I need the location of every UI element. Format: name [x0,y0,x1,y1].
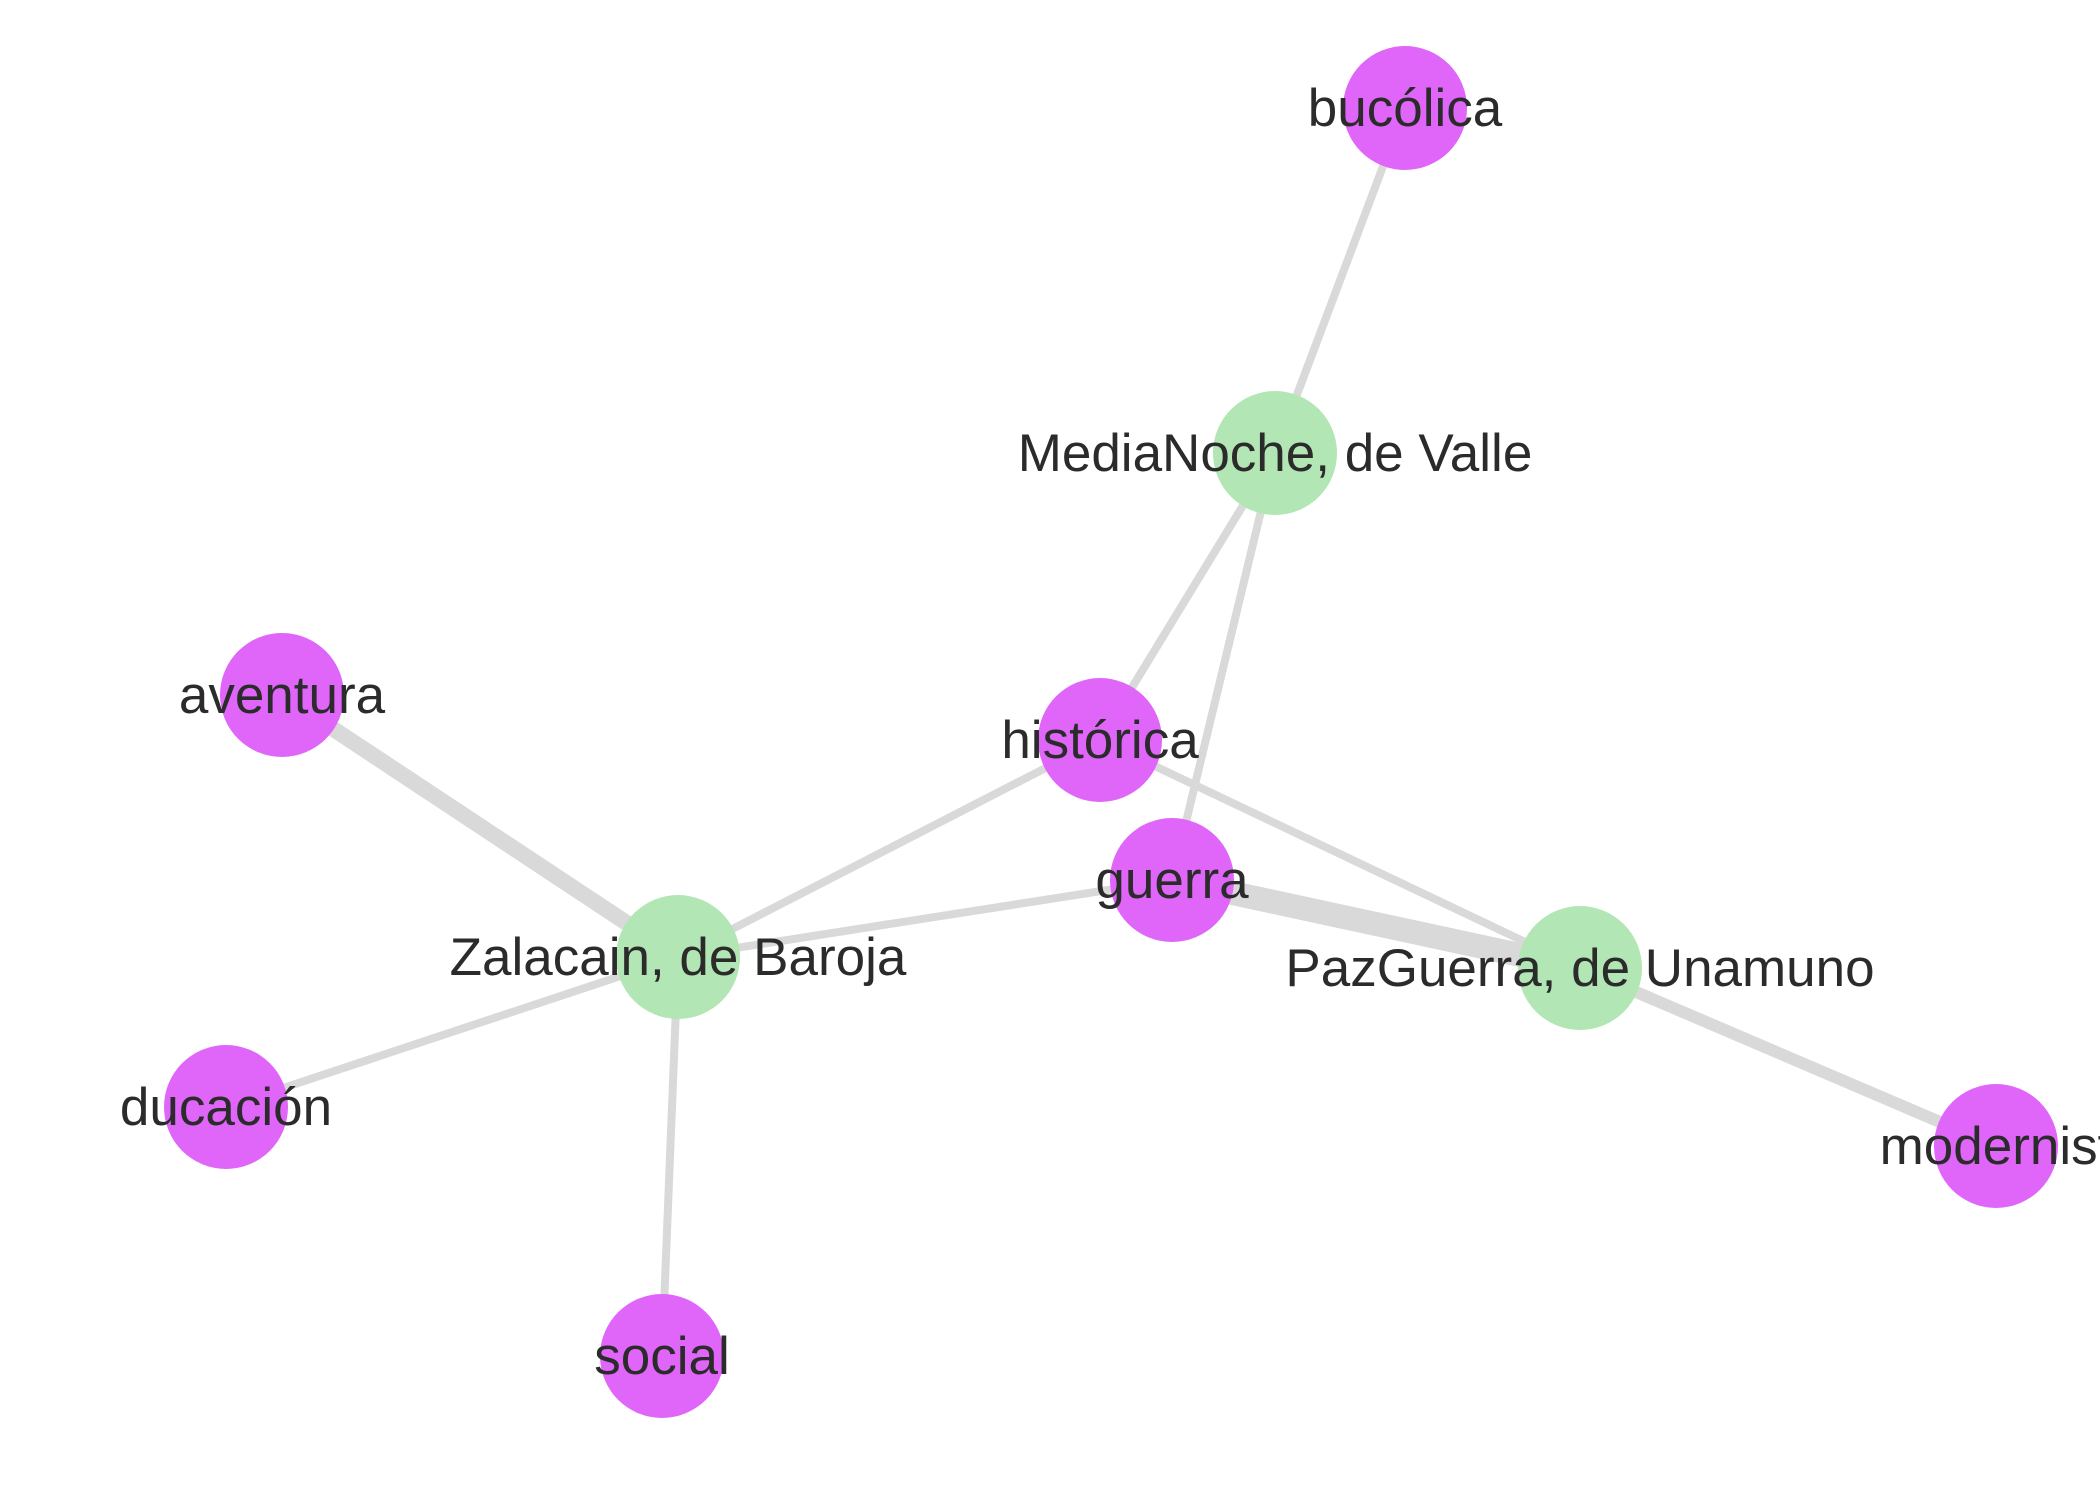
node-bucolica [1343,46,1467,170]
edge-zalacain-social [658,956,682,1357]
node-label-educacion: ducación [120,1078,332,1137]
node-pazguerra [1518,906,1642,1030]
node-historica [1038,678,1162,802]
edge-medianoche-guerra [1168,452,1279,881]
edge-zalacain-historica [676,736,1102,961]
edges-layer [224,106,1999,1357]
node-zalacain [616,895,740,1019]
node-modernista [1934,1084,2058,1208]
node-label-medianoche: MediaNoche, de Valle [1018,424,1533,483]
node-label-modernista: modernist [1880,1117,2100,1176]
node-guerra [1110,818,1234,942]
node-educacion [164,1045,288,1169]
edge-pazguerra-historica [1098,736,1582,972]
node-label-aventura: aventura [179,666,386,725]
edge-pazguerra-modernista [1577,962,1999,1152]
edge-zalacain-guerra [677,876,1173,961]
nodes-layer [164,46,2058,1418]
node-aventura [220,633,344,757]
node-label-pazguerra: PazGuerra, de Unamuno [1285,939,1874,998]
node-medianoche [1213,391,1337,515]
edge-pazguerra-guerra [1169,868,1583,980]
node-social [600,1294,724,1418]
node-label-guerra: guerra [1095,851,1249,910]
edge-zalacain-aventura [277,688,683,964]
edge-zalacain-educacion [224,953,680,1111]
node-label-bucolica: bucólica [1308,79,1503,138]
node-label-social: social [594,1327,730,1386]
node-label-historica: histórica [1001,711,1199,770]
node-label-zalacain: Zalacain, de Baroja [450,928,907,987]
